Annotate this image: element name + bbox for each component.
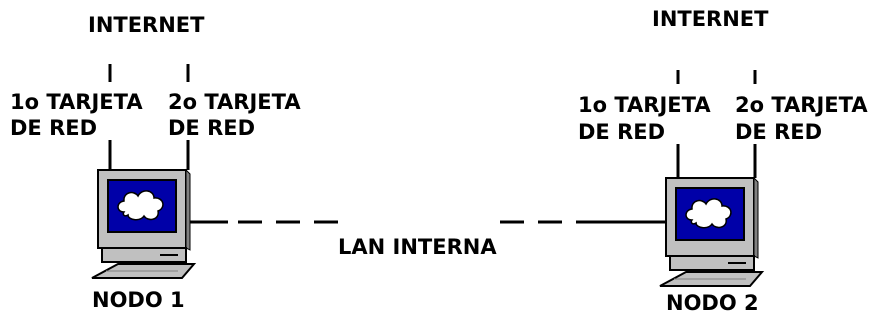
node-1-nic1-label-line2: DE RED [10,116,97,140]
node-1-name: NODO 1 [92,288,185,312]
lan-label: LAN INTERNA [338,235,497,259]
node-1: INTERNET 1o TARJETA DE RED 2o TARJETA DE… [10,13,301,312]
node-1-nic2-label-line2: DE RED [168,116,255,140]
node-2-nic1-label-line1: 1o TARJETA [578,93,711,117]
node-2-nic1-label-line2: DE RED [578,120,665,144]
node-2-computer-icon [659,177,763,287]
node-2-internet-label: INTERNET [652,7,769,31]
node-1-nic1-label-line1: 1o TARJETA [10,90,143,114]
node-2-name: NODO 2 [666,291,759,315]
node-2: INTERNET 1o TARJETA DE RED 2o TARJETA DE… [578,7,868,315]
node-2-nic2-label-line2: DE RED [735,120,822,144]
node-2-nic2-label-line1: 2o TARJETA [735,93,868,117]
node-1-internet-label: INTERNET [88,13,205,37]
node-1-nic2-label-line1: 2o TARJETA [168,90,301,114]
lan-connection: LAN INTERNA [190,220,667,259]
node-1-computer-icon [91,169,195,279]
